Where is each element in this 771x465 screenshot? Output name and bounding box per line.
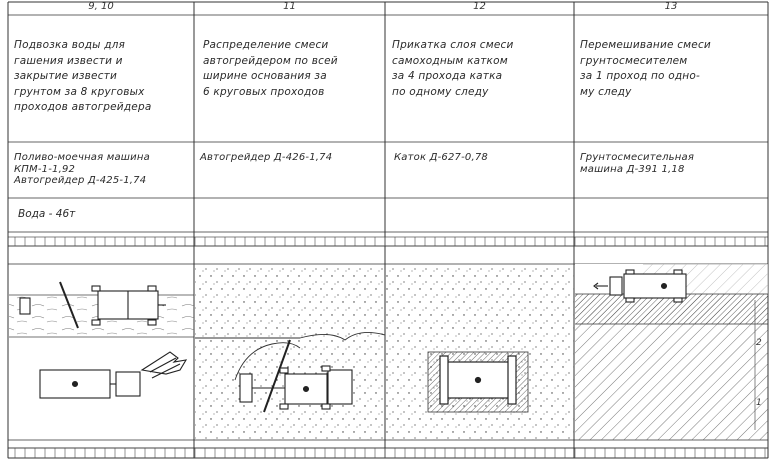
material-text-1: Вода - 46т bbox=[18, 208, 76, 220]
column-number-3: 12 bbox=[473, 1, 486, 12]
machine-text-1: Поливо-моечная машина КПМ-1-1,92 Автогре… bbox=[14, 152, 150, 186]
operation-text-2: Распределение смеси автогрейдером по все… bbox=[203, 39, 338, 98]
diagram-panel-1 bbox=[9, 281, 194, 399]
machine-text-2: Автогрейдер Д-426-1,74 bbox=[200, 152, 333, 163]
operation-text-3: Прикатка слоя смеси самоходным катком за… bbox=[392, 39, 514, 98]
svg-text:2: 2 bbox=[756, 338, 762, 348]
diagram-panel-4: 2 1 bbox=[575, 264, 768, 440]
grader-icon bbox=[39, 351, 188, 399]
column-number-2: 11 bbox=[283, 1, 296, 12]
column-number-4: 13 bbox=[664, 1, 678, 12]
machine-text-3: Каток Д-627-0,78 bbox=[394, 152, 488, 163]
svg-text:1: 1 bbox=[756, 398, 762, 408]
grader-icon-2 bbox=[239, 365, 353, 410]
column-number-1: 9, 10 bbox=[88, 1, 114, 12]
roller-icon bbox=[439, 355, 517, 405]
operation-text-1: Подвозка воды для гашения извести и закр… bbox=[14, 39, 152, 113]
scale-strip-bottom bbox=[7, 447, 769, 459]
diagram-panel-3 bbox=[386, 264, 574, 440]
scale-strip-top bbox=[7, 236, 769, 247]
machine-text-4: Грунтосмесительная машина Д-391 1,18 bbox=[580, 152, 695, 175]
diagram-panel-2 bbox=[195, 264, 386, 440]
water-truck-icon bbox=[19, 285, 166, 326]
soil-mixer-icon bbox=[593, 269, 687, 303]
operation-text-4: Перемешивание смеси грунтосмесителем за … bbox=[580, 39, 711, 98]
